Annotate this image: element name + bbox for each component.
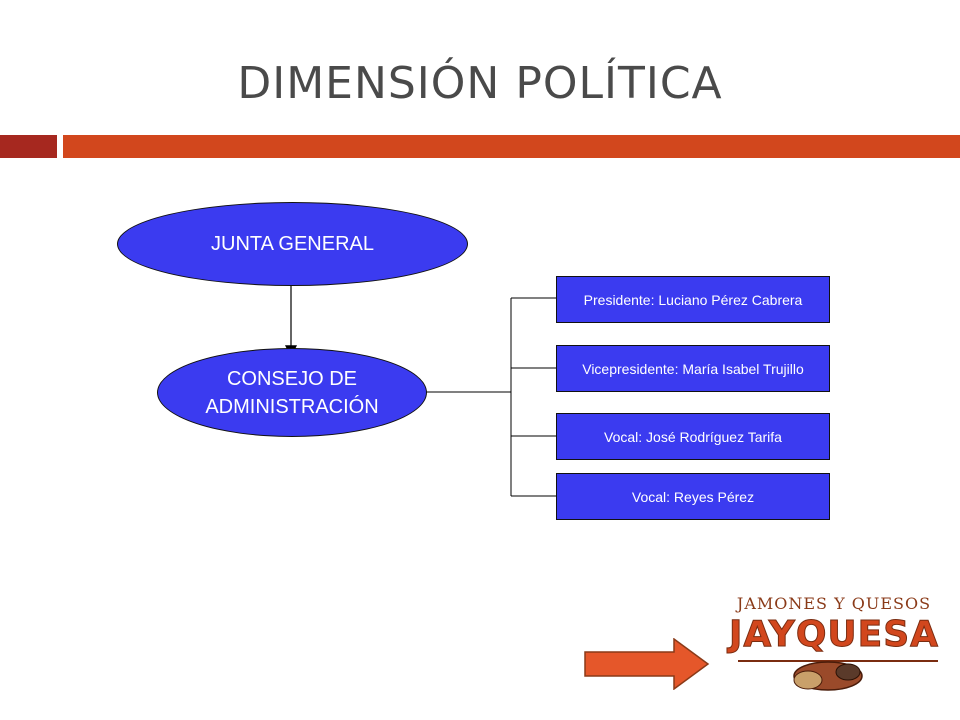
consejo-label-line2: ADMINISTRACIÓN bbox=[205, 395, 379, 418]
ham-cheese-illustration-icon bbox=[738, 660, 938, 691]
member-box-vocal-2: Vocal: Reyes Pérez bbox=[556, 473, 830, 520]
jayquesa-logo: JAMONES Y QUESOS JAYQUESA bbox=[728, 590, 940, 695]
junta-general-label: JUNTA GENERAL bbox=[211, 233, 374, 255]
page-title: DIMENSIÓN POLÍTICA bbox=[237, 58, 723, 109]
consejo-label-line1: CONSEJO DE bbox=[226, 367, 358, 390]
accent-bar-left bbox=[0, 135, 57, 158]
member-box-presidente: Presidente: Luciano Pérez Cabrera bbox=[556, 276, 830, 323]
accent-bar-right bbox=[63, 135, 960, 158]
member-box-vicepresidente: Vicepresidente: María Isabel Trujillo bbox=[556, 345, 830, 392]
logo-brand-text: JAYQUESA bbox=[728, 614, 940, 656]
member-box-vocal-1: Vocal: José Rodríguez Tarifa bbox=[556, 413, 830, 460]
consejo-node: CONSEJO DE ADMINISTRACIÓN bbox=[157, 348, 427, 437]
logo-top-text: JAMONES Y QUESOS bbox=[736, 594, 932, 613]
right-arrow-icon bbox=[584, 638, 710, 690]
junta-general-node: JUNTA GENERAL bbox=[117, 202, 468, 286]
